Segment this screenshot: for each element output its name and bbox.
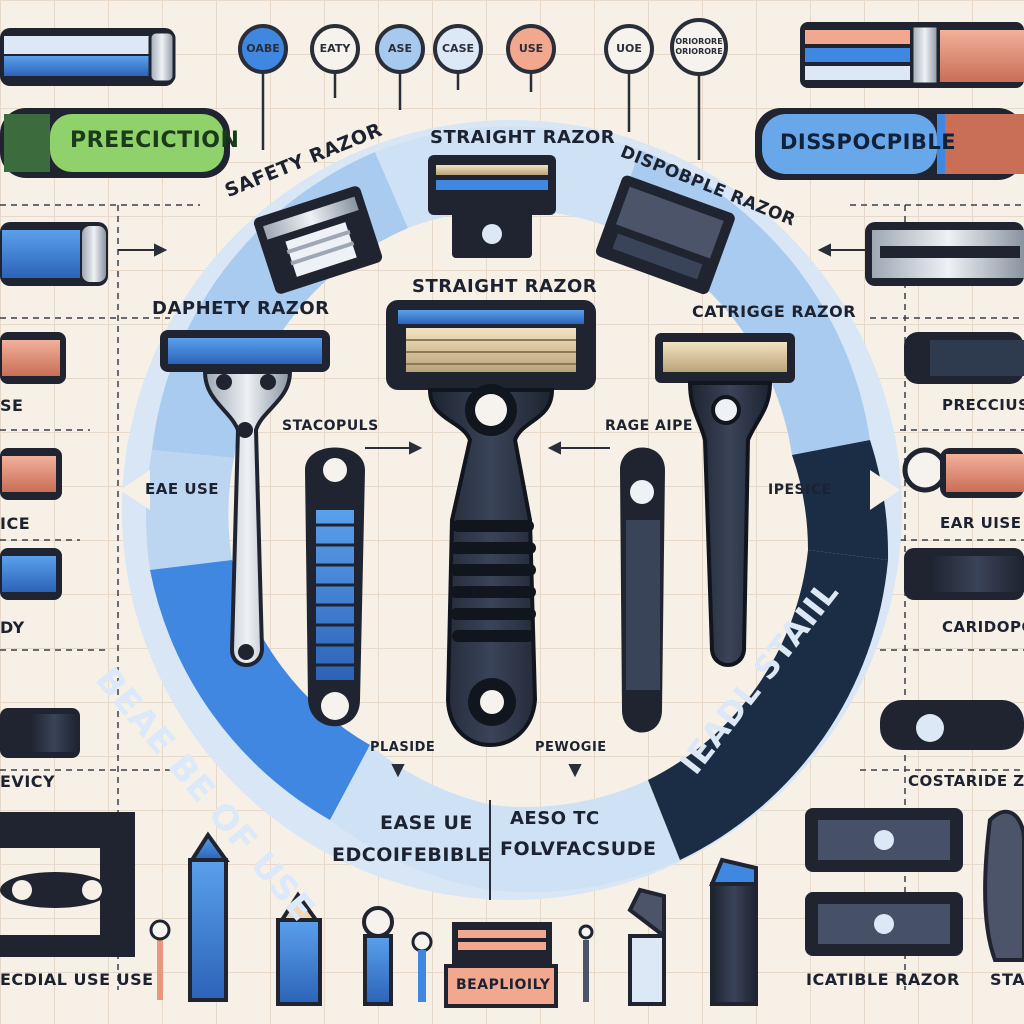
right-mid-callout: RAGE AIPE (605, 418, 693, 434)
top-bubble-2-text: EATY (319, 42, 351, 55)
left-side-label-1: SE (0, 396, 24, 415)
top-bubble-2: EATY (310, 24, 360, 74)
right-side-label-2: EAR UISE (940, 514, 1022, 532)
bottom-left-callout: PLASIDE (370, 740, 436, 755)
right-bottom-cut-label: STA (990, 970, 1024, 989)
disposable-label: DISSPOCPIBLE (780, 130, 957, 154)
ring-right-callout: IPESICE (768, 482, 832, 498)
top-bubble-7: ORIORORE ORIORORE (670, 18, 728, 76)
top-bubble-3: ASE (375, 24, 425, 74)
left-safety-razor-label: DAPHETY RAZOR (152, 298, 330, 319)
right-side-label-1: PRECCIUS (942, 396, 1024, 414)
ring-left-callout: EAE USE (145, 480, 220, 498)
precision-pill (0, 108, 230, 178)
top-right-handle (800, 22, 1024, 88)
straight-razor-head (428, 155, 556, 258)
center-straight-razor-label: STRAIGHT RAZOR (412, 276, 598, 297)
bottom-items (149, 831, 758, 1008)
left-safety-razor (160, 330, 330, 667)
right-textured-grip (620, 447, 665, 733)
left-side-label-3: DY (0, 618, 25, 637)
left-side-label-4: EVICY (0, 772, 56, 791)
top-bubble-1-text: OABE (246, 42, 280, 55)
center-razor (386, 300, 596, 747)
top-bubble-6: UOE (604, 24, 654, 74)
left-bottom-label: ECDIAL USE USE (0, 970, 154, 989)
left-side-label-2: ICE (0, 514, 31, 533)
top-bubble-1: OABE (238, 24, 288, 74)
right-cartridge-razor-label: CATRIGGE RAZOR (692, 302, 857, 321)
left-side-handles (0, 222, 135, 957)
bottom-right-callout: PEWOGIE (535, 740, 607, 755)
right-side-label-4: COSTARIDE ZA (908, 772, 1024, 790)
bottom-right-panel-line2: FOLVFACSUDE (500, 838, 657, 860)
left-mid-callout: STACOPULS (282, 418, 379, 434)
top-bubble-5-text: USE (518, 42, 544, 55)
bottom-right-panel-line1: AESO TC (510, 808, 600, 829)
top-left-handle (0, 28, 176, 86)
left-blue-grip (305, 447, 365, 727)
top-bubble-6-text: UOE (616, 42, 642, 55)
top-bubble-3-text: ASE (388, 42, 412, 55)
disposable-pill (755, 108, 1024, 180)
right-bottom-label: ICATIBLE RAZOR (806, 970, 960, 989)
top-bubble-4: CASE (433, 24, 483, 74)
bottom-left-panel-line2: EDCOIFEBIBLE (332, 844, 491, 866)
bottom-box-label: BEAPLIOILY (456, 977, 551, 993)
disposable-razor-head (595, 175, 735, 295)
precision-label: PREECICTION (70, 128, 240, 153)
bottom-left-panel-line1: EASE UE (380, 812, 473, 834)
right-side-handles (805, 222, 1024, 962)
right-cartridge-razor (655, 333, 795, 667)
top-bubble-7-text: ORIORORE ORIORORE (675, 37, 723, 56)
top-straight-razor-label: STRAIGHT RAZOR (430, 127, 616, 148)
safety-razor-head (253, 186, 383, 294)
top-bubble-4-text: CASE (441, 42, 475, 55)
top-bubble-5: USE (506, 24, 556, 74)
bubble-stems (261, 72, 701, 160)
right-side-label-3: CARIDOPCI (942, 618, 1024, 636)
